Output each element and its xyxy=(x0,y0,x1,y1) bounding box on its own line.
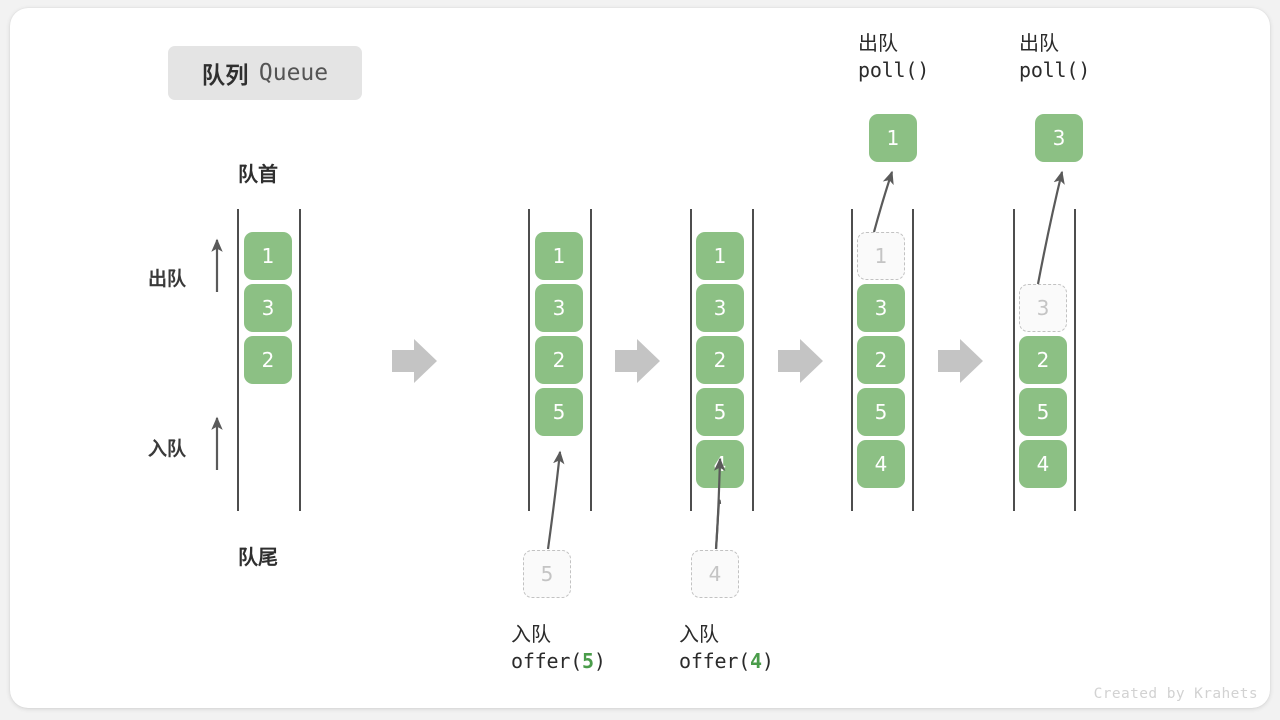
operation-code: poll() xyxy=(1019,57,1091,82)
operation-label-offer-4: 入队 offer(4) xyxy=(679,621,774,675)
queue-cell: 2 xyxy=(244,336,292,384)
operation-code-post: ) xyxy=(761,648,774,673)
operation-name-cn: 出队 xyxy=(1019,31,1059,55)
operation-label-poll-3: 出队 poll() xyxy=(1019,30,1090,84)
queue-cell: 1 xyxy=(535,232,583,280)
queue-cell: 1 xyxy=(696,232,744,280)
queue-cell: 5 xyxy=(857,388,905,436)
queue-rail-left-2 xyxy=(528,209,530,511)
queue-cell: 4 xyxy=(1019,440,1067,488)
head-label: 队首 xyxy=(238,162,278,186)
title-chinese: 队列 xyxy=(201,63,249,89)
queue-column-4: 3 2 5 4 xyxy=(857,284,905,488)
operation-name-cn: 入队 xyxy=(511,622,551,646)
queue-column-2: 1 3 2 5 xyxy=(535,232,583,436)
operation-label-poll-1: 出队 poll() xyxy=(858,30,929,84)
enqueue-curve-arrow-5 xyxy=(546,450,565,550)
queue-cell: 5 xyxy=(535,388,583,436)
operation-code-arg: 4 xyxy=(750,648,762,673)
operation-name-cn: 入队 xyxy=(679,622,719,646)
queue-cell: 5 xyxy=(696,388,744,436)
step-arrow-1 xyxy=(392,339,437,383)
queue-cell: 5 xyxy=(1019,388,1067,436)
queue-cell: 3 xyxy=(244,284,292,332)
arrows-overlay xyxy=(211,170,1065,550)
incoming-element-ghost-4: 4 xyxy=(691,550,739,598)
queue-rail-left-1 xyxy=(237,209,239,511)
operation-code: poll() xyxy=(858,57,930,82)
operation-code-pre: offer( xyxy=(679,648,751,673)
operation-label-offer-5: 入队 offer(5) xyxy=(511,621,606,675)
queue-cell: 2 xyxy=(857,336,905,384)
queue-cell: 2 xyxy=(535,336,583,384)
queue-rail-right-5 xyxy=(1074,209,1076,511)
diagram-card: 队列 Queue 队首 出队 入队 队尾 1 3 2 1 3 2 5 5 入队 … xyxy=(10,8,1270,708)
queue-rail-right-3 xyxy=(752,209,754,511)
enqueue-direction-label: 入队 xyxy=(148,438,187,460)
step-arrow-3 xyxy=(778,339,823,383)
diagram-stage: 队列 Queue 队首 出队 入队 队尾 1 3 2 1 3 2 5 5 入队 … xyxy=(10,8,1270,708)
queue-rail-right-4 xyxy=(912,209,914,511)
watermark: Created by Krahets xyxy=(1093,686,1258,702)
operation-code: offer(5) xyxy=(511,648,606,675)
queue-column-3: 1 3 2 5 4 xyxy=(696,232,744,488)
incoming-element-ghost-5: 5 xyxy=(523,550,571,598)
queue-cell: 4 xyxy=(696,440,744,488)
operation-code-arg: 5 xyxy=(582,648,594,673)
queue-rail-right-2 xyxy=(590,209,592,511)
step-arrow-4 xyxy=(938,339,983,383)
outgoing-element-ghost-3: 3 xyxy=(1019,284,1067,332)
queue-rail-left-5 xyxy=(1013,209,1015,511)
title-badge: 队列 Queue xyxy=(168,46,362,100)
dequeue-curve-arrow-1 xyxy=(872,170,894,233)
queue-cell: 3 xyxy=(696,284,744,332)
popped-element-1: 1 xyxy=(869,114,917,162)
tail-label: 队尾 xyxy=(238,545,278,569)
operation-name-cn: 出队 xyxy=(858,31,898,55)
queue-rail-left-4 xyxy=(851,209,853,511)
queue-cell: 3 xyxy=(857,284,905,332)
title-english: Queue xyxy=(258,60,329,86)
popped-element-3: 3 xyxy=(1035,114,1083,162)
queue-cell: 2 xyxy=(1019,336,1067,384)
outgoing-element-ghost-1: 1 xyxy=(857,232,905,280)
queue-rail-right-1 xyxy=(299,209,301,511)
queue-rail-left-3 xyxy=(690,209,692,511)
queue-cell: 1 xyxy=(244,232,292,280)
dequeue-curve-arrow-3 xyxy=(1036,170,1065,285)
operation-code: offer(4) xyxy=(679,648,774,675)
queue-column-1: 1 3 2 xyxy=(244,232,292,384)
dequeue-direction-label: 出队 xyxy=(148,268,187,290)
queue-cell: 4 xyxy=(857,440,905,488)
queue-column-5: 2 5 4 xyxy=(1019,336,1067,488)
operation-code-post: ) xyxy=(593,648,606,673)
queue-cell: 3 xyxy=(535,284,583,332)
operation-code-pre: offer( xyxy=(511,648,583,673)
step-arrow-2 xyxy=(615,339,660,383)
queue-cell: 2 xyxy=(696,336,744,384)
